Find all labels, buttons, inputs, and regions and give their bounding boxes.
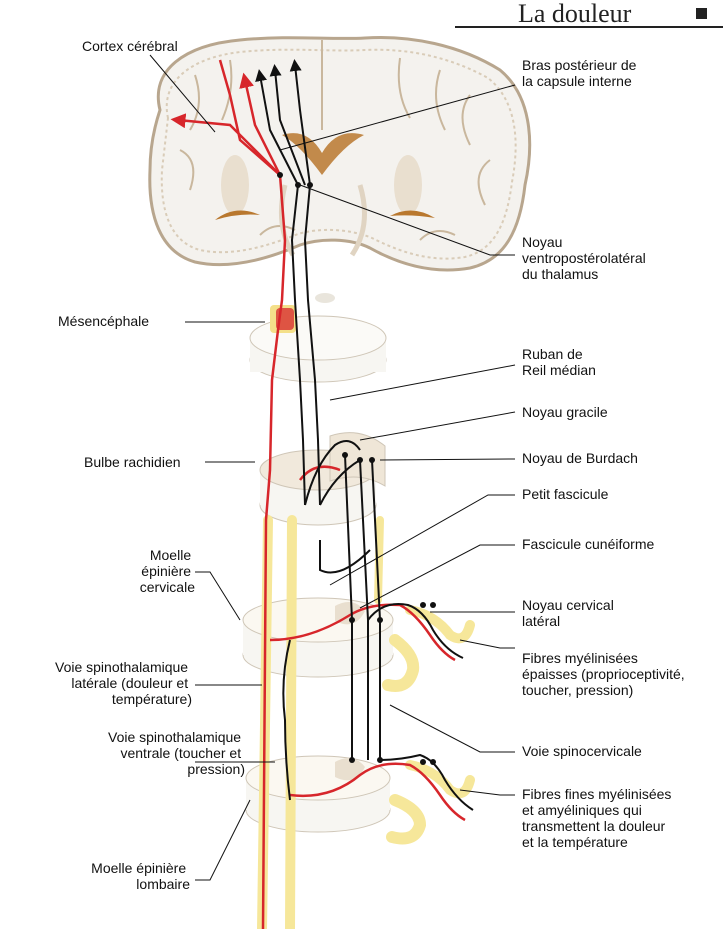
labels-right: Bras postérieur de la capsule interne No… — [522, 57, 689, 850]
label-noyau-gracile: Noyau gracile — [522, 404, 608, 420]
header-title: La douleur — [518, 0, 632, 28]
label-fascicule-cuneiforme: Fascicule cunéiforme — [522, 536, 654, 552]
label-bras-posterieur: Bras postérieur de la capsule interne — [522, 57, 640, 89]
label-petit-fascicule: Petit fascicule — [522, 486, 609, 502]
label-cortex: Cortex cérébral — [82, 38, 178, 54]
header-square-icon — [696, 8, 707, 19]
label-fibres-fines: Fibres fines myélinisées et amyéliniques… — [522, 786, 675, 850]
medulla-section — [260, 433, 385, 525]
label-noyau-burdach: Noyau de Burdach — [522, 450, 638, 466]
brain-section — [150, 37, 530, 269]
label-fibres-epaisses: Fibres myélinisées épaisses (propriocept… — [522, 650, 689, 698]
label-bulbe: Bulbe rachidien — [84, 454, 181, 470]
label-mesencephale: Mésencéphale — [58, 313, 149, 329]
label-voie-spinocervicale: Voie spinocervicale — [522, 743, 642, 759]
label-noyau-cervical: Noyau cervical latéral — [522, 597, 618, 629]
page-header: La douleur — [455, 0, 723, 28]
mesencephalon-section — [250, 293, 386, 382]
label-noyau-vpl: Noyau ventropostérolatéral du thalamus — [522, 234, 650, 282]
label-voie-ventrale: Voie spinothalamique ventrale (toucher e… — [108, 729, 245, 777]
label-ruban: Ruban de Reil médian — [522, 346, 596, 378]
label-voie-laterale: Voie spinothalamique latérale (douleur e… — [55, 659, 192, 707]
label-moelle-cervicale: Moelle épinière cervicale — [140, 547, 195, 595]
label-moelle-lombaire: Moelle épinière lombaire — [91, 860, 190, 892]
